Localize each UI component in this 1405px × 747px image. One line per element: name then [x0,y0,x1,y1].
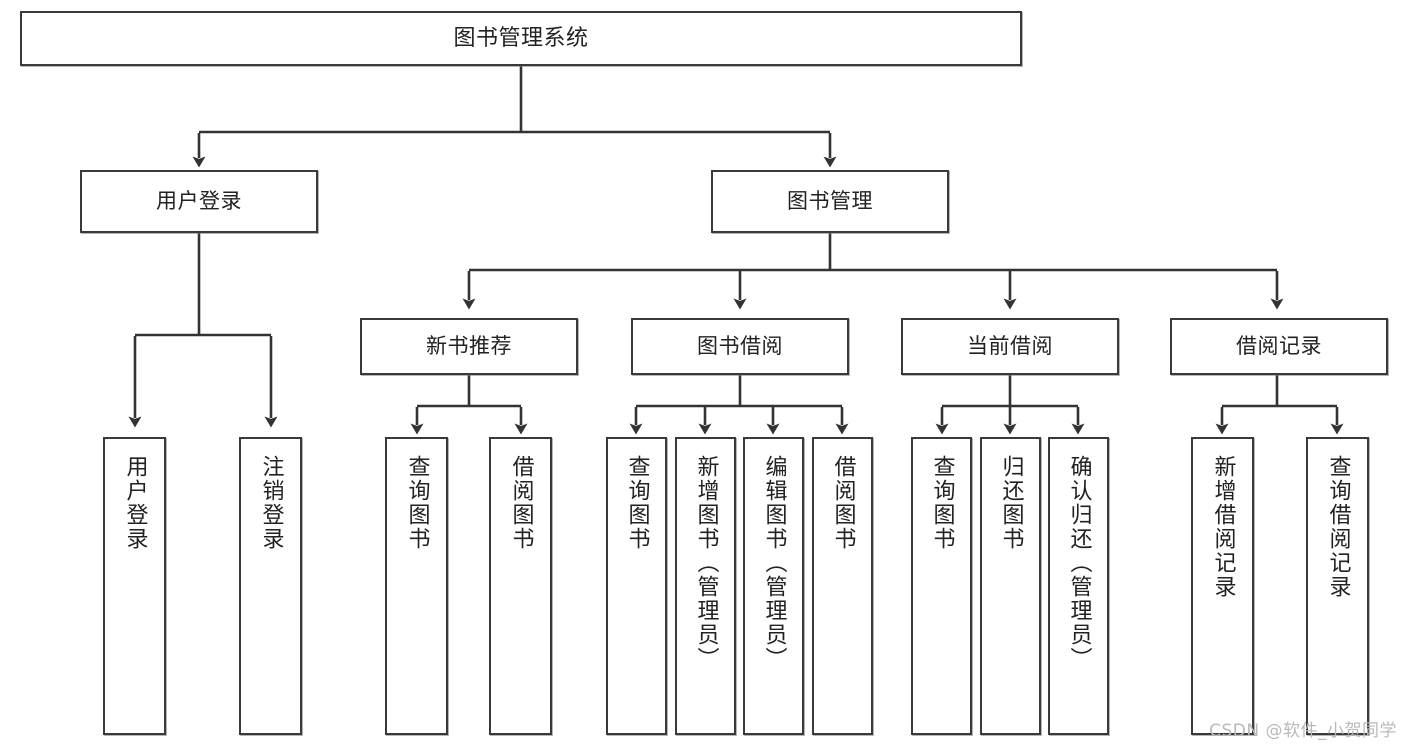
leaf-user-login[interactable]: 用户登录 [103,437,166,735]
node-label: 新书推荐 [426,334,512,359]
leaf-add-book[interactable]: 新增图书（管理员） [675,437,736,735]
node-current-borrow[interactable]: 当前借阅 [901,318,1119,375]
node-label: 借阅图书 [830,455,856,551]
leaf-query-book-borrow[interactable]: 查询图书 [606,437,667,735]
node-label: 编辑图书（管理员） [761,455,787,671]
node-label: 图书借阅 [697,334,783,359]
node-borrow-record[interactable]: 借阅记录 [1170,318,1388,375]
leaf-borrow-book-recommend[interactable]: 借阅图书 [489,437,552,735]
node-label: 查询图书 [929,455,955,551]
node-label: 查询借阅记录 [1325,455,1351,599]
node-book-borrow[interactable]: 图书借阅 [631,318,849,375]
leaf-borrow-book[interactable]: 借阅图书 [812,437,873,735]
node-label: 新增图书（管理员） [693,455,719,671]
node-label: 借阅图书 [508,455,534,551]
leaf-logout-login[interactable]: 注销登录 [239,437,302,735]
node-label: 注销登录 [258,455,284,551]
leaf-edit-book[interactable]: 编辑图书（管理员） [743,437,804,735]
node-label: 用户登录 [122,455,148,551]
node-label: 查询图书 [404,455,430,551]
node-book-manage[interactable]: 图书管理 [711,170,949,233]
node-user-login[interactable]: 用户登录 [80,170,318,233]
node-label: 借阅记录 [1236,334,1322,359]
leaf-query-book-current[interactable]: 查询图书 [911,437,972,735]
csdn-watermark: CSDN @软件_小贺同学 [1209,721,1397,741]
leaf-confirm-return[interactable]: 确认归还（管理员） [1048,437,1109,735]
node-label: 查询图书 [624,455,650,551]
node-new-book-recommend[interactable]: 新书推荐 [360,318,578,375]
node-label: 新增借阅记录 [1210,455,1236,599]
node-root-system[interactable]: 图书管理系统 [20,11,1022,66]
leaf-query-borrow-record[interactable]: 查询借阅记录 [1306,437,1369,735]
node-label: 图书管理系统 [453,25,589,51]
node-label: 当前借阅 [967,334,1053,359]
leaf-query-book-recommend[interactable]: 查询图书 [385,437,448,735]
node-label: 图书管理 [787,189,873,214]
leaf-add-borrow-record[interactable]: 新增借阅记录 [1191,437,1254,735]
node-label: 归还图书 [998,455,1024,551]
node-label: 用户登录 [156,189,242,214]
node-label: 确认归还（管理员） [1066,455,1092,671]
leaf-return-book[interactable]: 归还图书 [980,437,1041,735]
